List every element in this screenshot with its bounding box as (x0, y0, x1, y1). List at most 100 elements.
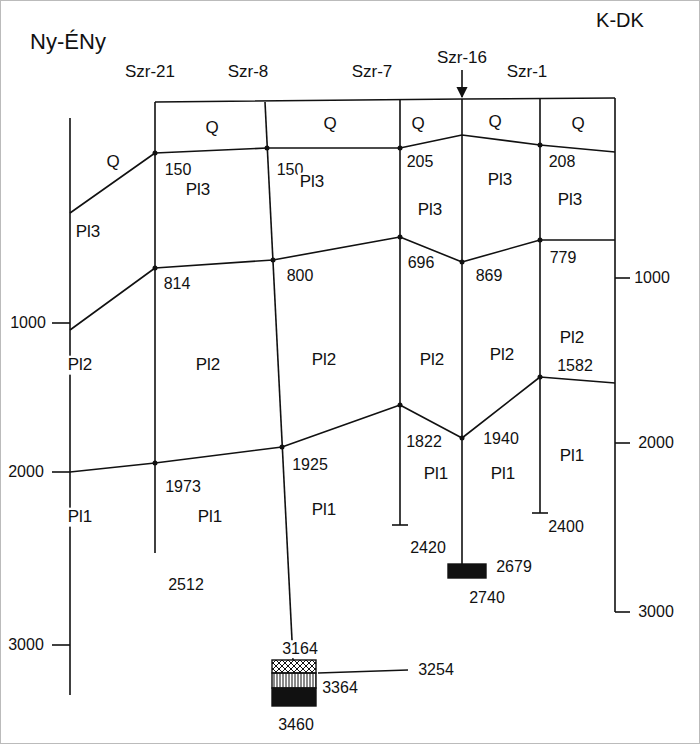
well-name: Szr-16 (435, 49, 489, 68)
depth-value: 150 (163, 161, 194, 179)
leader-line (318, 670, 408, 673)
depth-value: 814 (162, 275, 193, 293)
right-axis (614, 98, 616, 612)
well-line (539, 99, 541, 513)
axis-value: 3000 (636, 603, 676, 621)
depth-value: 3254 (416, 661, 456, 679)
well-point (153, 151, 158, 156)
well-point (280, 445, 285, 450)
direction-label: Ny-ÉNy (28, 30, 108, 54)
layer-code: Pl1 (196, 508, 225, 527)
well-name: Szr-1 (505, 63, 550, 82)
depth-value: 1582 (555, 357, 595, 375)
well-bottom (532, 512, 548, 514)
well-point (398, 403, 403, 408)
well-point (460, 260, 465, 265)
layer-code: Pl2 (418, 351, 447, 370)
well-point (538, 143, 543, 148)
axis-tick (52, 644, 70, 646)
well-line (154, 102, 156, 553)
depth-value: 696 (406, 254, 437, 272)
top-frame (155, 98, 615, 102)
layer-code: Pl2 (66, 356, 95, 375)
well-point (398, 146, 403, 151)
axis-tick (615, 442, 630, 444)
well-point (398, 235, 403, 240)
axis-value: 2000 (6, 463, 46, 481)
layer-code: Q (569, 115, 586, 134)
depth-value: 2679 (494, 558, 534, 576)
layer-code: Pl3 (184, 181, 213, 200)
depth-value: 208 (547, 153, 578, 171)
axis-value: 2000 (636, 434, 676, 452)
depth-value: 2740 (467, 589, 507, 607)
depth-value: 779 (548, 249, 579, 267)
well-name: Szr-21 (123, 63, 177, 82)
axis-tick (52, 322, 70, 324)
depth-value: 3460 (276, 716, 316, 734)
well-bottom (392, 524, 408, 526)
axis-value: 3000 (6, 636, 46, 654)
depth-value: 800 (285, 267, 316, 285)
layer-code: Q (409, 115, 426, 134)
core-hatched (272, 660, 316, 673)
well-point (153, 461, 158, 466)
well-line (399, 100, 401, 525)
depth-value: 2420 (408, 539, 448, 557)
layer-code: Q (321, 115, 338, 134)
well-point (538, 375, 543, 380)
axis-tick (52, 471, 70, 473)
well-line (265, 102, 293, 660)
depth-value: 3364 (320, 679, 360, 697)
well-name: Szr-8 (226, 63, 271, 82)
left-axis (69, 118, 71, 695)
layer-code: Pl1 (422, 465, 451, 484)
depth-value: 1925 (290, 456, 330, 474)
well-point (271, 258, 276, 263)
well-point (265, 146, 270, 151)
core-solid (272, 688, 316, 706)
core-solid (448, 564, 486, 578)
axis-value: 1000 (632, 269, 672, 287)
layer-code: Pl3 (486, 171, 515, 190)
well-name: Szr-7 (350, 63, 395, 82)
layer-code: Pl2 (488, 346, 517, 365)
axis-tick (615, 611, 630, 613)
layer-code: Pl1 (489, 465, 518, 484)
layer-code: Pl3 (298, 173, 327, 192)
layer-code: Q (104, 153, 121, 172)
layer-code: Q (203, 119, 220, 138)
layer-code: Pl2 (194, 356, 223, 375)
pl3-base (70, 237, 615, 330)
depth-value: 869 (474, 267, 505, 285)
layer-code: Q (486, 113, 503, 132)
core-striped (272, 673, 316, 688)
well-line (461, 99, 463, 564)
layer-code: Pl3 (74, 223, 103, 242)
q-base (70, 135, 615, 213)
axis-tick (615, 277, 630, 279)
layer-code: Pl1 (310, 501, 339, 520)
depth-value: 1973 (163, 478, 203, 496)
layer-code: Pl2 (310, 351, 339, 370)
axis-value: 1000 (8, 314, 48, 332)
layer-code: Pl3 (416, 201, 445, 220)
direction-label: K-DK (594, 9, 646, 31)
depth-value: 205 (405, 153, 436, 171)
depth-value: 2400 (546, 518, 586, 536)
well-point (153, 266, 158, 271)
depth-value: 2512 (166, 576, 206, 594)
layer-code: Pl1 (66, 508, 95, 527)
depth-value: 1940 (481, 430, 521, 448)
layer-code: Pl2 (558, 329, 587, 348)
pl2-base (70, 377, 615, 472)
layer-code: Pl3 (556, 191, 585, 210)
layer-code: Pl1 (558, 447, 587, 466)
well-point (538, 238, 543, 243)
well-arrow (461, 70, 463, 97)
well-point (460, 436, 465, 441)
depth-value: 3164 (280, 640, 320, 658)
